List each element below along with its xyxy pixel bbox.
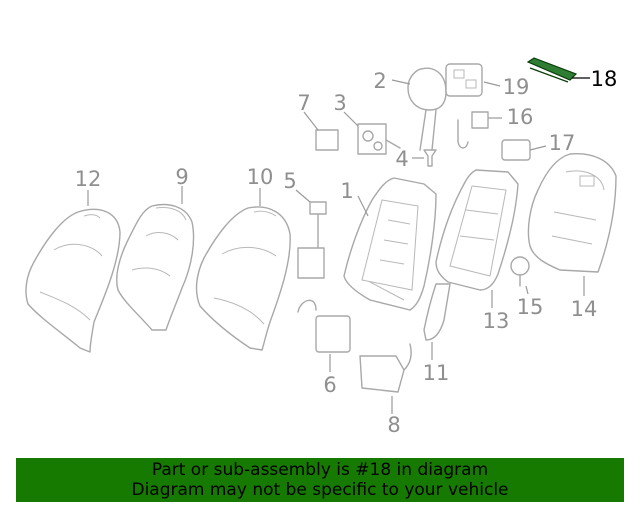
part-5-module [297,201,327,279]
part-17-switch [501,139,531,161]
part-19-switch-bezel [445,63,483,97]
part-3-actuator [357,123,401,155]
part-6-lumbar-pad [297,299,351,353]
notice-banner: Part or sub-assembly is #18 in diagram D… [16,458,624,502]
part-13-back-panel [435,169,519,291]
callout-11: 11 [423,361,450,385]
callouts: 1 2 3 4 5 6 7 8 9 10 11 12 13 14 15 16 1… [75,67,618,437]
callout-13: 13 [483,309,510,333]
callout-7: 7 [297,91,310,115]
parts-diagram: 1 2 3 4 5 6 7 8 9 10 11 12 13 14 15 16 1… [25,57,618,437]
callout-14: 14 [571,297,598,321]
part-18-trim-strip [526,57,578,83]
callout-6: 6 [323,373,336,397]
part-9-seat-cover [116,203,195,331]
part-11-trim [423,283,451,341]
part-2-headrest [407,67,447,151]
part-10-seat-cover [195,206,291,351]
callout-12: 12 [75,167,102,191]
callout-3: 3 [333,91,346,115]
part-12-seat-cover [25,208,121,353]
callout-1: 1 [340,179,353,203]
part-15-clip [510,256,530,287]
part-7-bracket [315,129,339,151]
part-8-motor [359,343,412,393]
part-4-pin [423,149,437,167]
part-16-bracket [457,111,489,149]
banner-line-2: Diagram may not be specific to your vehi… [131,480,509,500]
callout-5: 5 [283,169,296,193]
callout-15: 15 [517,295,544,319]
banner-line-1: Part or sub-assembly is #18 in diagram [151,460,489,480]
callout-19: 19 [503,75,530,99]
part-14-rear-shell [527,153,617,273]
part-1-seatback-frame [343,177,437,311]
leader-lines [87,77,590,414]
callout-4: 4 [395,147,408,171]
callout-10: 10 [247,165,274,189]
callout-8: 8 [387,413,400,437]
callout-16: 16 [507,105,534,129]
callout-17: 17 [549,131,576,155]
callout-9: 9 [175,165,188,189]
callout-2: 2 [373,69,386,93]
callout-18: 18 [591,67,618,91]
